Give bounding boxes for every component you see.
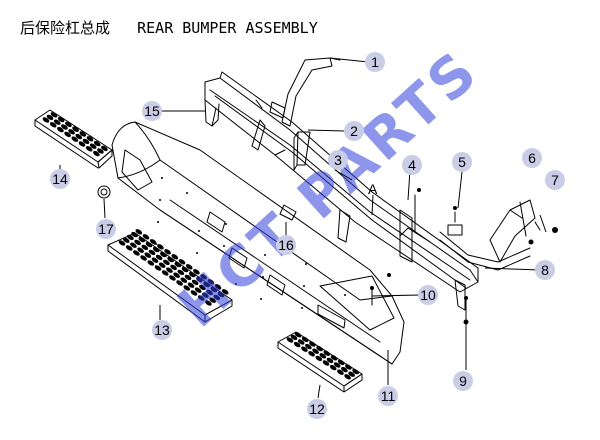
callout-number-14: 14 — [52, 171, 68, 187]
step-pad-14 — [34, 109, 113, 169]
bracket-2 — [293, 131, 311, 171]
callout-number-7: 7 — [551, 172, 559, 188]
callout-number-8: 8 — [541, 262, 549, 278]
callout-number-15: 15 — [144, 103, 160, 119]
callout-bubble-2 — [344, 121, 364, 141]
callout-bubble-12 — [307, 399, 327, 419]
callout-bubble-7 — [545, 170, 565, 190]
callout-bubble-4 — [402, 155, 422, 175]
callout-number-1: 1 — [371, 54, 379, 70]
callout-bubble-8 — [535, 260, 555, 280]
callout-bubble-1 — [365, 52, 385, 72]
callout-bubble-3 — [328, 150, 348, 170]
callout-number-2: 2 — [350, 123, 358, 139]
callout-bubble-14 — [50, 169, 70, 189]
callout-bubble-13 — [152, 320, 172, 340]
callout-number-3: 3 — [334, 152, 342, 168]
section-label: A — [368, 181, 378, 197]
bracket-1 — [269, 57, 341, 127]
diagram-title: 后保险杠总成 REAR BUMPER ASSEMBLY — [20, 17, 318, 38]
callout-number-5: 5 — [458, 154, 466, 170]
callout-number-16: 16 — [278, 237, 294, 253]
callout-bubble-5 — [452, 152, 472, 172]
hook-6 — [439, 199, 536, 271]
callout-number-17: 17 — [98, 221, 114, 237]
bumper-body-11 — [111, 121, 405, 365]
callout-number-10: 10 — [420, 287, 436, 303]
callout-number-13: 13 — [154, 322, 170, 338]
step-plate-13 — [107, 229, 233, 323]
callout-bubble-9 — [453, 371, 473, 391]
callout-number-11: 11 — [381, 388, 396, 404]
leader-lines — [59, 57, 547, 399]
washer-17 — [97, 185, 111, 199]
callout-number-6: 6 — [528, 150, 536, 166]
callout-bubble-16 — [276, 235, 296, 255]
step-pad-12 — [277, 331, 363, 393]
bolt-heads — [370, 188, 558, 325]
title-chinese: 后保险杠总成 — [20, 19, 111, 37]
watermark: HCT PARTS — [166, 38, 492, 341]
callout-bubble-15 — [142, 101, 162, 121]
callout-bubble-6 — [522, 148, 542, 168]
callout-bubble-17 — [96, 219, 116, 239]
callout-number-12: 12 — [309, 401, 325, 417]
callout-bubble-11 — [378, 386, 398, 406]
callout-bubble-10 — [418, 285, 438, 305]
callout-number-4: 4 — [408, 157, 416, 173]
callout-number-9: 9 — [459, 373, 467, 389]
title-english: REAR BUMPER ASSEMBLY — [137, 19, 318, 37]
